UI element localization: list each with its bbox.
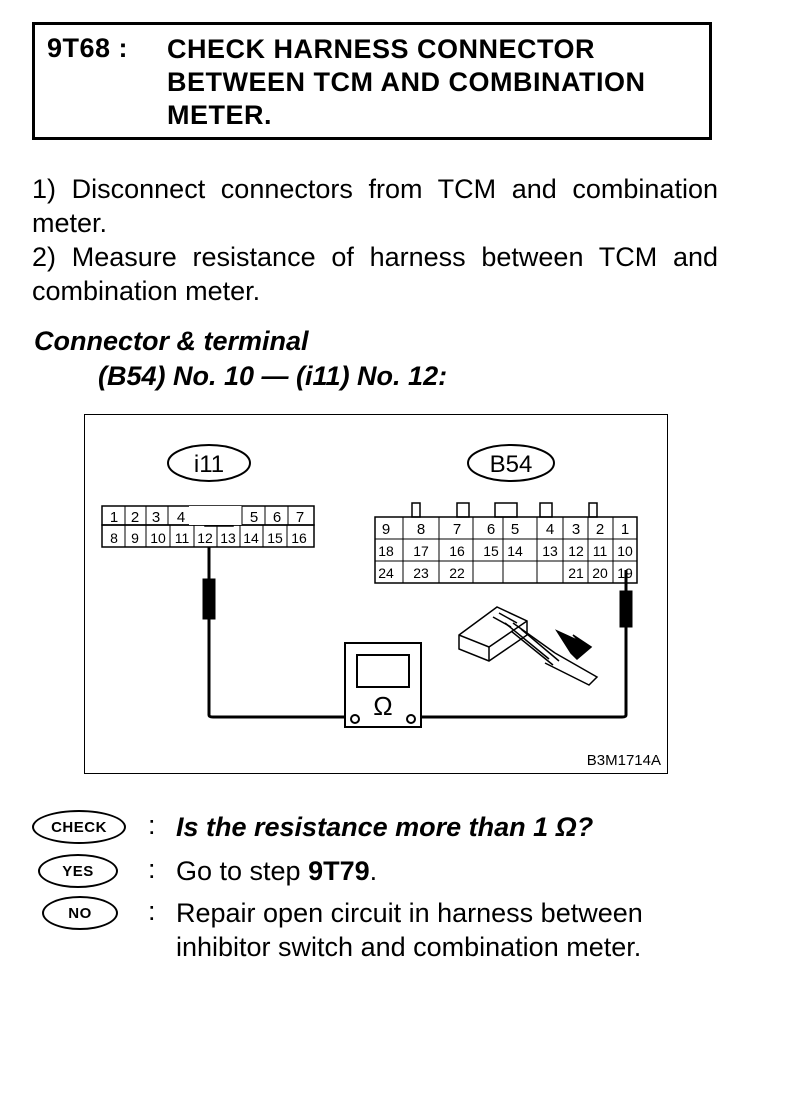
connector-terminal-spec: (B54) No. 10 — (i11) No. 12: xyxy=(98,361,448,391)
right-probe-lead xyxy=(415,570,633,719)
b54-pin: 7 xyxy=(453,521,461,538)
check-question: Is the resistance more than 1 Ω? xyxy=(176,812,594,842)
b54-pin: 2 xyxy=(596,521,604,538)
b54-pin: 16 xyxy=(449,543,465,559)
i11-pin: 2 xyxy=(131,509,139,526)
step-title: CHECK HARNESS CONNECTOR BETWEEN TCM AND … xyxy=(167,34,646,130)
b54-connector xyxy=(374,502,638,584)
yes-text-suffix: . xyxy=(369,856,378,886)
i11-pin: 8 xyxy=(110,530,118,546)
b54-pin: 17 xyxy=(413,543,429,559)
step-id: 9T68 : xyxy=(47,33,129,63)
i11-pin: 6 xyxy=(273,509,281,526)
i11-pin: 16 xyxy=(291,530,307,546)
b54-pin: 21 xyxy=(568,565,584,581)
b54-pin: 8 xyxy=(417,521,425,538)
connector-heading: Connector & terminal xyxy=(34,326,309,356)
i11-label-oval xyxy=(167,444,251,482)
b54-pin: 23 xyxy=(413,565,429,581)
b54-pin: 5 xyxy=(511,521,519,538)
b54-pin: 22 xyxy=(449,565,465,581)
ohmmeter xyxy=(344,642,422,728)
no-badge: NO xyxy=(42,896,118,930)
i11-pin: 4 xyxy=(177,509,185,526)
b54-pin: 12 xyxy=(568,543,584,559)
i11-pin: 5 xyxy=(250,509,258,526)
b54-pin: 18 xyxy=(378,543,394,559)
i11-pin: 9 xyxy=(131,530,139,546)
no-text: Repair open circuit in harness between i… xyxy=(176,898,643,962)
b54-pin: 9 xyxy=(382,521,390,538)
b54-pin: 15 xyxy=(483,543,499,559)
i11-pin: 11 xyxy=(175,530,190,546)
b54-label: B54 xyxy=(490,451,533,478)
b54-pin: 20 xyxy=(592,565,608,581)
no-colon: : xyxy=(148,896,156,926)
i11-pin: 7 xyxy=(296,509,304,526)
instruction-step-1: 1) Disconnect connectors from TCM and co… xyxy=(32,174,718,238)
b54-pin: 4 xyxy=(546,521,554,538)
b54-pin: 10 xyxy=(617,543,633,559)
b54-pin: 24 xyxy=(378,565,394,581)
b54-label-oval xyxy=(467,444,555,482)
i11-pin: 1 xyxy=(110,509,118,526)
b54-pin: 6 xyxy=(487,521,495,538)
check-badge: CHECK xyxy=(32,810,126,844)
instruction-step-2: 2) Measure resistance of harness between… xyxy=(32,242,718,306)
i11-pin: 15 xyxy=(267,530,283,546)
i11-pin: 3 xyxy=(152,509,160,526)
yes-colon: : xyxy=(148,854,156,884)
b54-pin: 13 xyxy=(542,543,558,559)
i11-pin: 10 xyxy=(150,530,166,546)
yes-step-reference: 9T79 xyxy=(308,856,370,886)
b54-pin: 3 xyxy=(572,521,580,538)
i11-label: i11 xyxy=(194,451,224,478)
back-probe-inset xyxy=(458,606,599,686)
ohm-symbol: Ω xyxy=(373,691,392,721)
step-header-box: 9T68 : CHECK HARNESS CONNECTOR BETWEEN T… xyxy=(32,22,712,140)
b54-pin: 1 xyxy=(621,521,629,538)
yes-text-prefix: Go to step xyxy=(176,856,309,886)
instruction-list: 1) Disconnect connectors from TCM and co… xyxy=(32,172,718,308)
left-probe-lead xyxy=(202,547,351,719)
check-colon: : xyxy=(148,810,156,840)
i11-pin: 14 xyxy=(243,530,259,546)
b54-pin: 11 xyxy=(593,543,608,559)
i11-pin: 12 xyxy=(197,530,213,546)
b54-pin: 14 xyxy=(507,543,523,559)
yes-badge: YES xyxy=(38,854,118,888)
yes-text: Go to step 9T79. xyxy=(176,854,736,888)
i11-pin: 13 xyxy=(220,530,236,546)
figure-code: B3M1714A xyxy=(587,752,661,769)
